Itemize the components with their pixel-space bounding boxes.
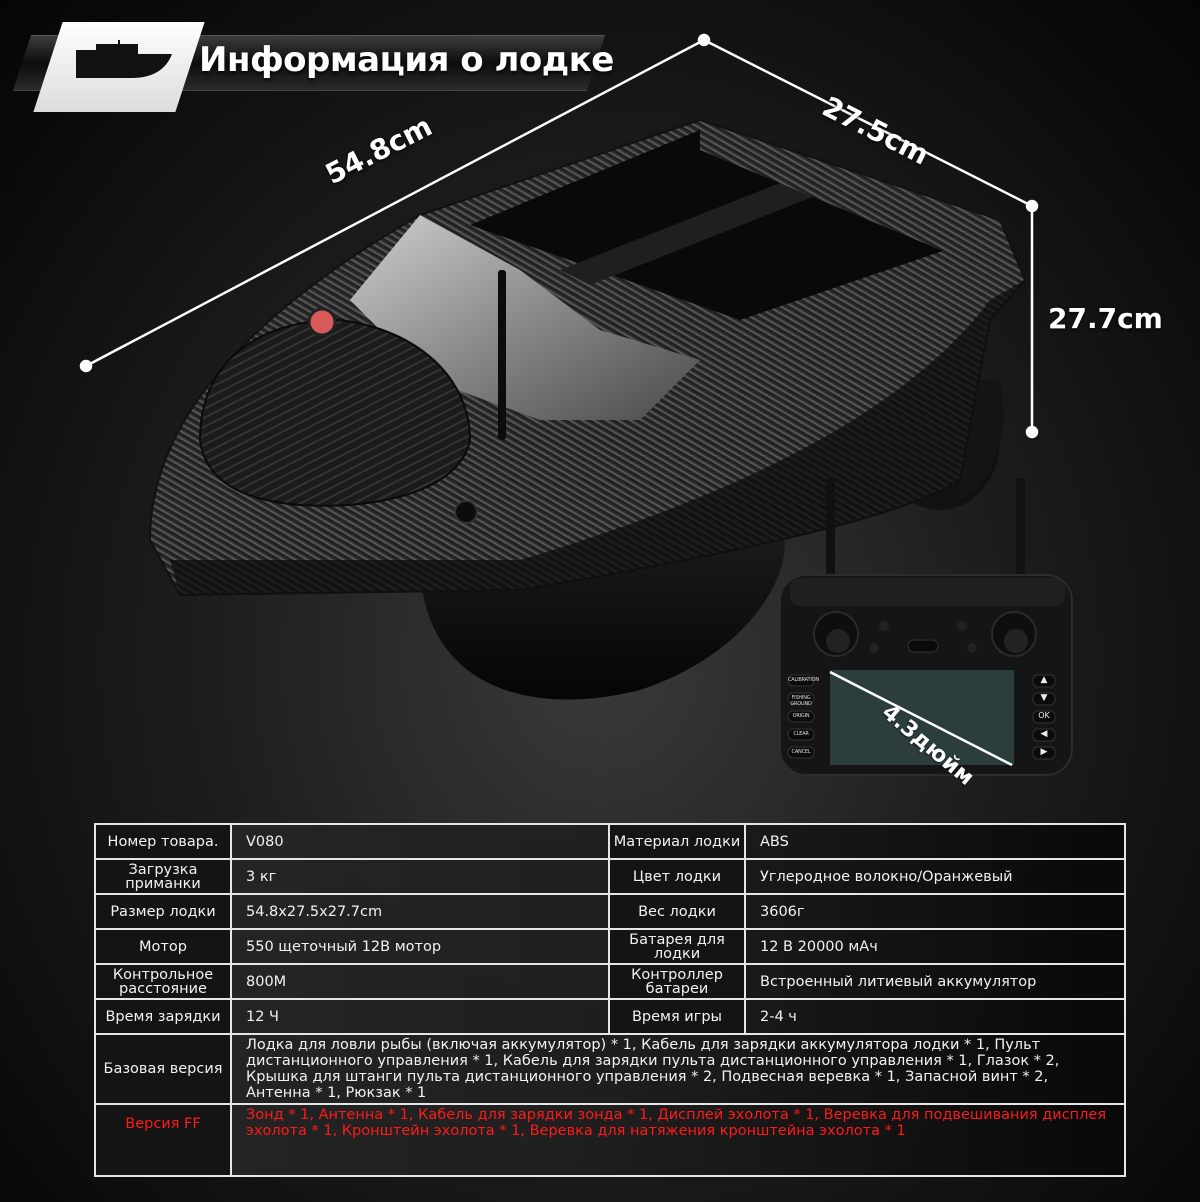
remote-up-icon: ▲ [1040, 675, 1048, 685]
table-row: Контрольное расстояние 800М Контроллер б… [94, 963, 1126, 1000]
spec-label: Цвет лодки [608, 858, 746, 895]
spec-label: Номер товара. [94, 823, 232, 860]
spec-label: Загрузка приманки [94, 858, 232, 895]
spec-value: 12 Ч [230, 998, 610, 1035]
spec-value: 2-4 ч [744, 998, 1126, 1035]
spec-value: Встроенный литиевый аккумулятор [744, 963, 1126, 1000]
table-row-ff-version: Версия FF Зонд * 1, Антенна * 1, Кабель … [94, 1103, 1126, 1177]
remote-down-icon: ▼ [1040, 693, 1048, 703]
base-version-label: Базовая версия [94, 1033, 232, 1105]
spec-value: 54.8x27.5x27.7cm [230, 893, 610, 930]
spec-label: Время игры [608, 998, 746, 1035]
spec-value: ABS [744, 823, 1126, 860]
base-version-contents: Лодка для ловли рыбы (включая аккумулято… [230, 1033, 1126, 1105]
table-row: Номер товара. V080 Материал лодки ABS [94, 823, 1126, 860]
spec-label: Время зарядки [94, 998, 232, 1035]
table-row: Время зарядки 12 Ч Время игры 2-4 ч [94, 998, 1126, 1035]
spec-value: 800М [230, 963, 610, 1000]
dimension-height-label: 27.7cm [1048, 302, 1163, 335]
page-title: Информация о лодке [199, 40, 614, 80]
table-row: Мотор 550 щеточный 12В мотор Батарея для… [94, 928, 1126, 965]
ff-version-contents: Зонд * 1, Антенна * 1, Кабель для зарядк… [230, 1103, 1126, 1177]
dimension-lines [79, 33, 1039, 439]
remote-button-origin: ORIGIN [792, 713, 810, 719]
remote-button-calibration: CALIBRATION [788, 677, 819, 683]
spec-value: Углеродное волокно/Оранжевый [744, 858, 1126, 895]
remote-button-fishing-ground: FISHING GROUND [790, 695, 812, 707]
spec-value: 3 кг [230, 858, 610, 895]
spec-label: Контроллер батареи [608, 963, 746, 1000]
remote-right-icon: ▶ [1040, 747, 1048, 757]
spec-value: V080 [230, 823, 610, 860]
spec-label: Вес лодки [608, 893, 746, 930]
spec-label: Мотор [94, 928, 232, 965]
specs-table: Номер товара. V080 Материал лодки ABS За… [94, 823, 1126, 1177]
product-illustration [79, 33, 1073, 776]
spec-value: 550 щеточный 12В мотор [230, 928, 610, 965]
remote-left-icon: ◀ [1040, 729, 1048, 739]
spec-value: 12 В 20000 мАч [744, 928, 1126, 965]
spec-value: 3606г [744, 893, 1126, 930]
spec-label: Контрольное расстояние [94, 963, 232, 1000]
remote-button-cancel: CANCEL [791, 749, 811, 755]
boat-icon [76, 40, 172, 78]
ff-version-label: Версия FF [94, 1103, 232, 1177]
table-row-base-version: Базовая версия Лодка для ловли рыбы (вкл… [94, 1033, 1126, 1105]
table-row: Загрузка приманки 3 кг Цвет лодки Углеро… [94, 858, 1126, 895]
spec-label: Батарея для лодки [608, 928, 746, 965]
table-row: Размер лодки 54.8x27.5x27.7cm Вес лодки … [94, 893, 1126, 930]
remote-ok-button: OK [1038, 711, 1050, 720]
spec-label: Материал лодки [608, 823, 746, 860]
remote-controller [779, 478, 1073, 776]
spec-label: Размер лодки [94, 893, 232, 930]
remote-button-clear: CLEAR [793, 731, 809, 737]
